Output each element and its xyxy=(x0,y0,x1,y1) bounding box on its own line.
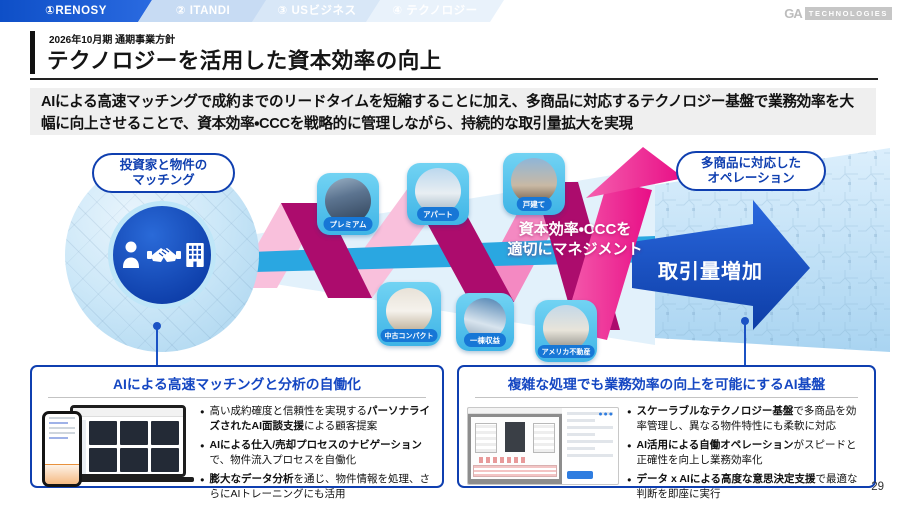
ai-platform-box: 複雑な処理でも業務効率の向上を可能にするAI基盤 xyxy=(457,365,876,500)
form-pane: ●●● xyxy=(562,408,618,484)
ai-matching-bullets: 高い成約確度と信頼性を実現するパーソナライズされたAI面談支援による顧客提案 A… xyxy=(200,404,434,501)
bullet-item: データ x AIによる高度な意思決定支援で最適な判断を即座に実行 xyxy=(627,472,864,502)
matching-bubble-line2: マッチング xyxy=(132,172,195,187)
map-markings xyxy=(479,457,525,463)
box-title-divider xyxy=(48,397,426,398)
bullet-item: 高い成約確度と信頼性を実現するパーソナライズされたAI面談支援による顧客提案 xyxy=(200,404,432,434)
header-eyebrow: 2026年10月期 通期事業方針 xyxy=(49,35,176,46)
us-realestate-photo xyxy=(543,305,589,351)
page-number: 29 xyxy=(871,481,884,493)
connector-dot-left xyxy=(153,322,161,330)
ai-matching-box-title: AIによる高速マッチングと分析の自働化 xyxy=(113,377,361,392)
ai-platform-box-content: ●●● スケーラブルなテクノロジー基盤で多商品を効率管理し、異なる物件特性にも柔… xyxy=(459,403,874,501)
product-chip-label: 一棟収益 xyxy=(464,333,506,347)
product-chip-us-realestate: アメリカ不動産 xyxy=(535,300,597,362)
product-chip-label: アメリカ不動産 xyxy=(537,345,595,358)
ga-logo-mark: GA xyxy=(784,6,802,21)
apartment-photo xyxy=(415,168,461,214)
floorplan-sketch xyxy=(475,423,497,453)
submit-button-mock xyxy=(567,471,593,479)
detached-house-photo xyxy=(511,158,557,204)
building-icon xyxy=(186,243,204,267)
bullet-item: スケーラブルなテクノロジー基盤で多商品を効率管理し、異なる物件特性にも柔軟に対応 xyxy=(627,404,864,434)
product-chip-label: アパート xyxy=(417,207,459,221)
person-icon xyxy=(123,241,139,268)
ga-logo-wordmark: TECHNOLOGIES xyxy=(804,7,892,20)
ai-matching-box-content: 高い成約確度と信頼性を実現するパーソナライズされたAI面談支援による顧客提案 A… xyxy=(32,403,442,501)
operation-bubble-line1: 多商品に対応した xyxy=(700,156,801,170)
trade-volume-arrow xyxy=(632,200,810,330)
tab-renosy[interactable]: ①RENOSY xyxy=(0,0,152,22)
product-chip-label: プレミアム xyxy=(323,217,373,231)
bullet-item: AIによる仕入/売却プロセスのナビゲーションで、物件流入プロセスを自働化 xyxy=(200,438,432,468)
matching-bubble-line1: 投資家と物件の xyxy=(119,158,208,172)
zigzag-segment xyxy=(281,203,372,298)
tab-us-business[interactable]: ③ USビジネス xyxy=(252,0,382,22)
product-chip-whole-building: 一棟収益 xyxy=(456,293,514,351)
operation-bubble-line2: オペレーション xyxy=(707,170,795,185)
product-chip-used-compact: 中古コンパクト xyxy=(377,282,441,346)
operation-bubble: 多商品に対応した オペレーション xyxy=(676,151,826,191)
handshake-icon xyxy=(147,248,181,262)
product-chip-detached-house: 戸建て xyxy=(503,153,565,215)
laptop-mockup xyxy=(70,405,186,477)
laptop-screen-header xyxy=(73,408,183,417)
ai-platform-box-title: 複雑な処理でも業務効率の向上を可能にするAI基盤 xyxy=(507,377,826,392)
capital-efficiency-arrow-head xyxy=(586,147,684,198)
capital-efficiency-label-line1: 資本効率・CCCを xyxy=(518,221,632,238)
bullet-item: 膨大なデータ分析を通じ、物件情報を処理、さらにAIトレーニングにも活用 xyxy=(200,472,432,502)
product-chip-label: 中古コンパクト xyxy=(380,329,438,342)
connector-line-right xyxy=(744,324,746,365)
document-viewer-pane xyxy=(468,408,562,484)
property-card-grid xyxy=(73,417,183,472)
bullet-item: AI活用による自働オペレーションがスピードと正確性を向上し業務効率化 xyxy=(627,438,864,468)
header-divider xyxy=(30,78,878,80)
product-chip-premium: プレミアム xyxy=(317,173,379,235)
capital-efficiency-label-line2: 適切にマネジメント xyxy=(507,241,643,259)
connector-line-left xyxy=(156,329,158,365)
flow-diagram: 投資家と物件の マッチング 多商品に対応した オペレーション プレミアム アパー… xyxy=(0,140,900,365)
box-title-divider xyxy=(475,397,858,398)
laptop-base xyxy=(62,477,194,482)
connector-dot-right xyxy=(741,317,749,325)
trade-volume-label: 取引量増加 xyxy=(658,261,763,283)
tab-technology[interactable]: ④ テクノロジー xyxy=(366,0,504,22)
renosy-app-screenshot xyxy=(40,403,194,489)
top-nav-bar: ①RENOSY ② ITANDI ③ USビジネス ④ テクノロジー GA TE… xyxy=(0,0,900,22)
floorplan-sketch xyxy=(533,423,555,453)
premium-photo xyxy=(325,178,371,224)
phone-mockup xyxy=(42,411,82,487)
product-chip-apartment: アパート xyxy=(407,163,469,225)
building-photo-thumb xyxy=(505,422,525,452)
ga-technologies-logo: GA TECHNOLOGIES xyxy=(784,6,892,21)
capital-efficiency-label: 資本効率・CCCを 適切にマネジメント xyxy=(460,220,690,261)
summary-banner: AIによる高速マッチングで成約までのリードタイムを短縮することに加え、多商品に対… xyxy=(30,88,876,135)
menu-dots: ●●● xyxy=(598,411,614,418)
title-accent-bar xyxy=(30,31,35,74)
product-chip-label: 戸建て xyxy=(516,197,552,211)
phone-chart xyxy=(45,464,79,484)
used-compact-photo xyxy=(386,288,432,334)
ai-platform-bullets: スケーラブルなテクノロジー基盤で多商品を効率管理し、異なる物件特性にも柔軟に対応… xyxy=(627,404,866,501)
matching-bubble: 投資家と物件の マッチング xyxy=(92,153,235,193)
ai-matching-box: AIによる高速マッチングと分析の自働化 高い成約確度と信頼性を実現するパー xyxy=(30,365,444,500)
app-window-mockup: ●●● xyxy=(467,407,619,485)
floorplan-page xyxy=(471,417,559,479)
document-toolbar xyxy=(468,408,562,414)
matching-icon-circle xyxy=(108,201,216,309)
data-table xyxy=(473,465,557,477)
tab-itandi[interactable]: ② ITANDI xyxy=(138,0,268,22)
page-title: テクノロジーを活用した資本効率の向上 xyxy=(47,49,442,73)
document-ai-screenshot: ●●● xyxy=(467,403,619,489)
